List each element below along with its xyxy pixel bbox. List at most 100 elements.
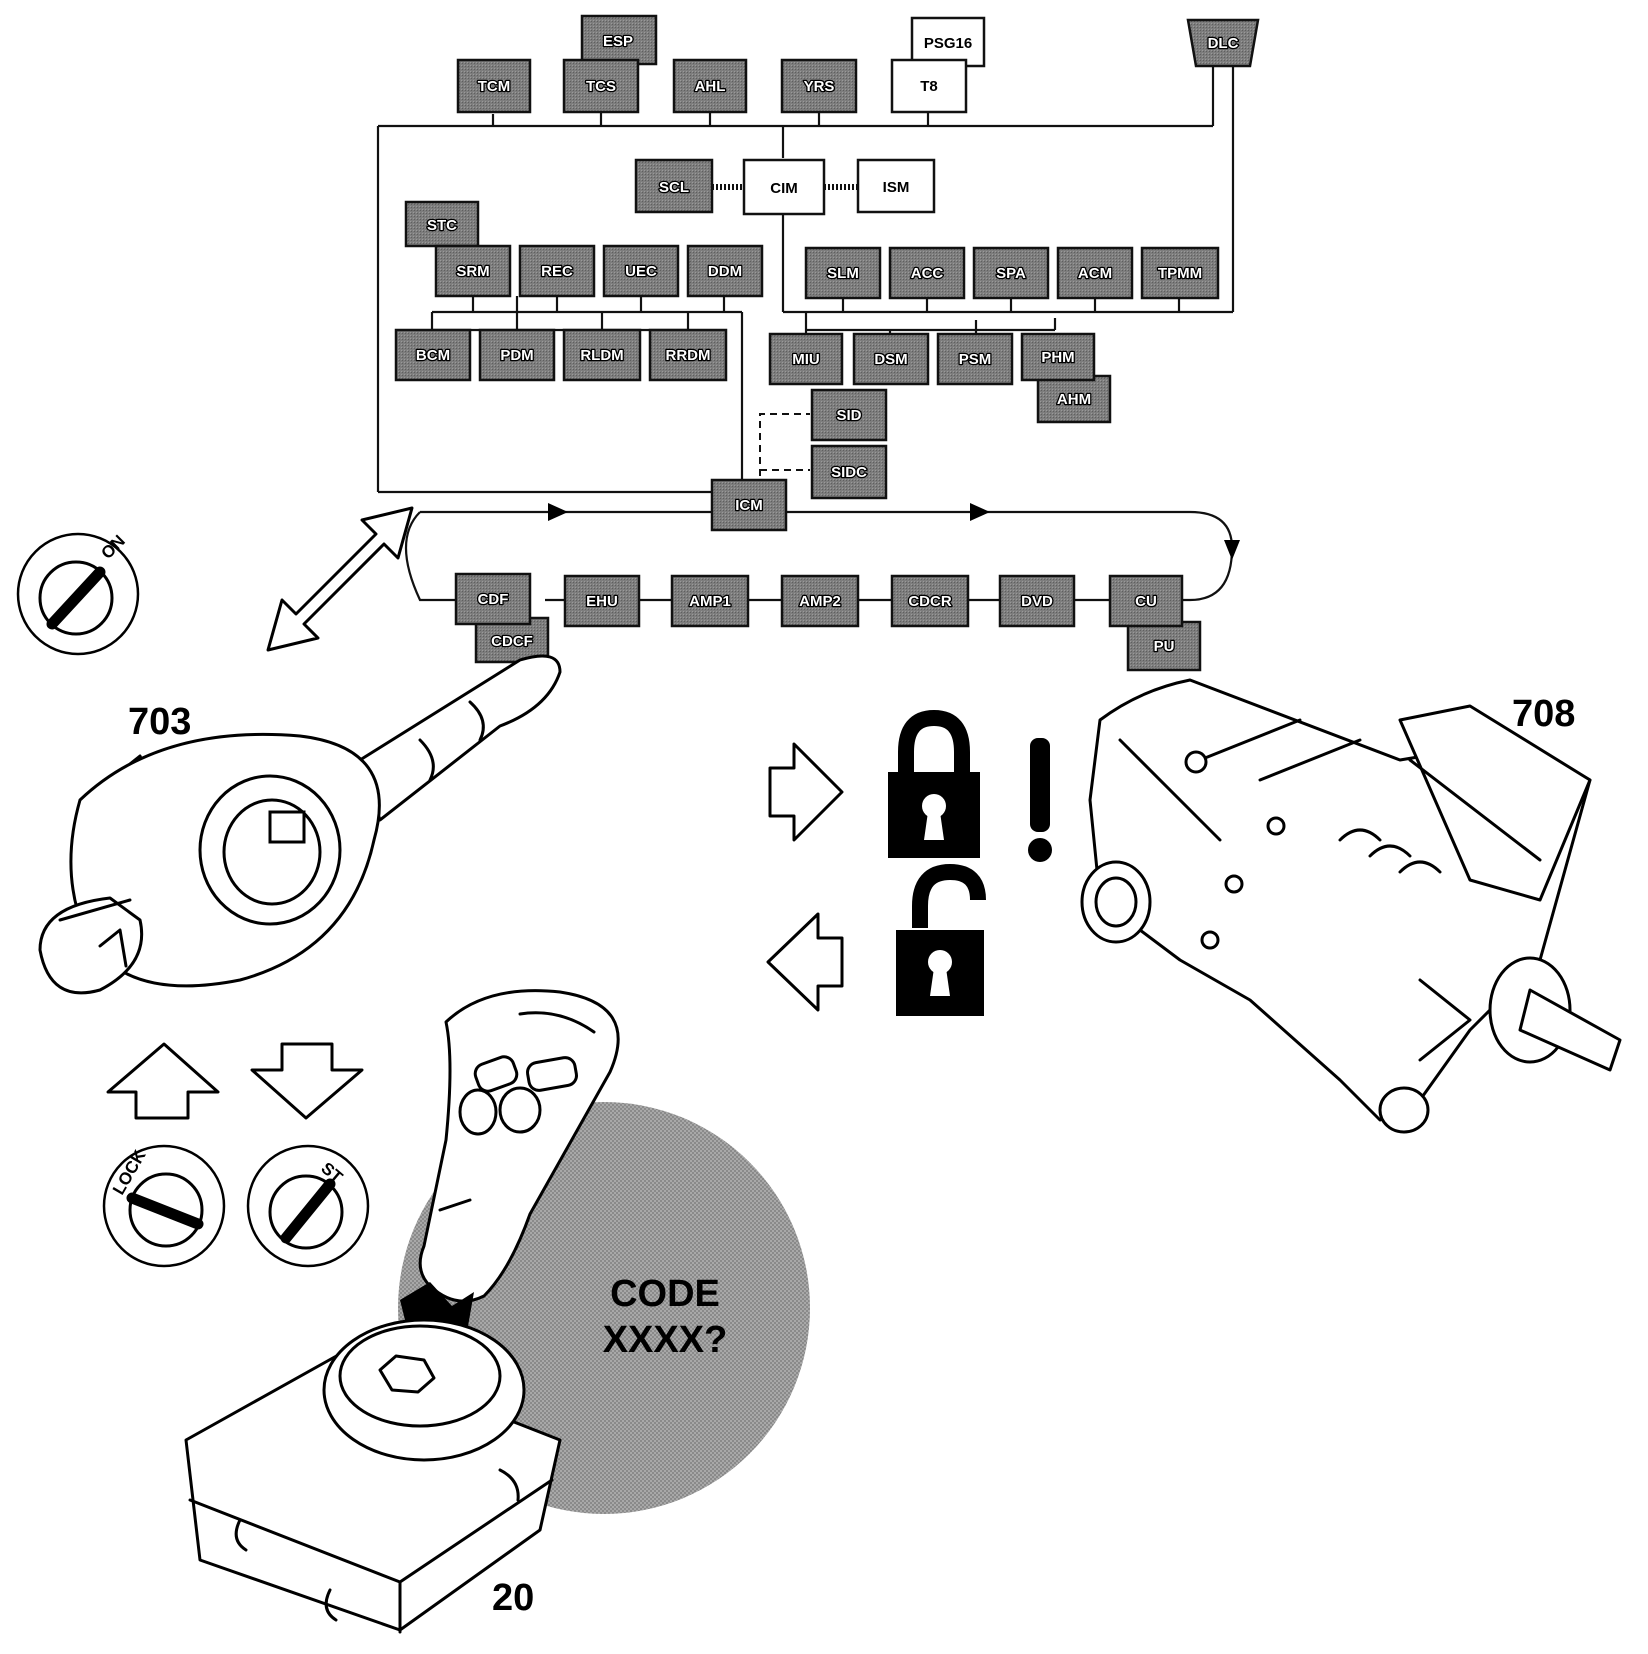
module-STC: STC xyxy=(404,200,480,248)
arrow-up-icon xyxy=(106,1042,220,1120)
module-CDCR: CDCR xyxy=(890,574,970,628)
svg-text:ICM: ICM xyxy=(735,497,763,514)
module-CDF: CDF xyxy=(454,572,532,626)
key-fob xyxy=(418,989,620,1303)
svg-text:ACC: ACC xyxy=(911,265,944,282)
svg-text:RRDM: RRDM xyxy=(666,347,711,364)
module-DVD: DVD xyxy=(998,574,1076,628)
module-AHL: AHL xyxy=(672,58,748,114)
module-PDM: PDM xyxy=(478,328,556,382)
svg-text:TPMM: TPMM xyxy=(1158,265,1202,282)
arrow-right-icon xyxy=(768,742,844,842)
svg-text:DSM: DSM xyxy=(874,351,907,368)
callout-703: 703 xyxy=(128,701,191,743)
svg-text:ISM: ISM xyxy=(883,179,910,196)
steering-column-708 xyxy=(1080,678,1622,1134)
module-CU: CU xyxy=(1108,574,1184,628)
ignition-start-icon: ST xyxy=(246,1144,370,1268)
module-AMP2: AMP2 xyxy=(780,574,860,628)
svg-text:SCL: SCL xyxy=(659,179,689,196)
svg-text:CDF: CDF xyxy=(478,591,509,608)
module-PSG16: PSG16 xyxy=(910,16,986,68)
svg-text:YRS: YRS xyxy=(804,78,835,95)
module-RLDM: RLDM xyxy=(562,328,642,382)
module-TCS: TCS xyxy=(562,58,640,114)
svg-text:REC: REC xyxy=(541,263,573,280)
module-PU: PU xyxy=(1126,620,1202,672)
module-SCL: SCL xyxy=(634,158,714,214)
module-SPA: SPA xyxy=(972,246,1050,300)
svg-text:SIDC: SIDC xyxy=(831,464,867,481)
ignition-module-20 xyxy=(184,1318,562,1634)
svg-text:RLDM: RLDM xyxy=(580,347,623,364)
module-TCM: TCM xyxy=(456,58,532,114)
module-SIDC: SIDC xyxy=(810,444,888,500)
svg-text:PHM: PHM xyxy=(1041,349,1074,366)
svg-text:MIU: MIU xyxy=(792,351,820,368)
module-AMP1: AMP1 xyxy=(670,574,750,628)
svg-text:DVD: DVD xyxy=(1021,593,1053,610)
svg-text:AMP1: AMP1 xyxy=(689,593,731,610)
module-ISM: ISM xyxy=(856,158,936,214)
double-arrow-icon xyxy=(266,506,414,652)
svg-text:CIM: CIM xyxy=(770,180,798,197)
svg-text:SLM: SLM xyxy=(827,265,859,282)
svg-text:SPA: SPA xyxy=(996,265,1026,282)
exclamation-icon xyxy=(1028,738,1052,862)
module-ACM: ACM xyxy=(1056,246,1134,300)
module-DSM: DSM xyxy=(852,332,930,386)
module-ESP: ESP xyxy=(580,14,658,66)
svg-text:T8: T8 xyxy=(920,78,938,95)
module-CIM: CIM xyxy=(742,158,826,216)
svg-text:AHM: AHM xyxy=(1057,391,1091,408)
module-REC: REC xyxy=(518,244,596,298)
svg-text:CDCF: CDCF xyxy=(491,633,533,650)
svg-text:ESP: ESP xyxy=(603,33,633,50)
module-PHM: PHM xyxy=(1020,332,1096,382)
module-EHU: EHU xyxy=(563,574,641,628)
svg-text:AHL: AHL xyxy=(695,78,726,95)
lock-closed-icon xyxy=(888,709,980,858)
modules: ESP TCM TCS AHL YRS PSG16 T8 DLC xyxy=(394,14,1260,672)
svg-text:DLC: DLC xyxy=(1208,35,1239,52)
svg-text:SID: SID xyxy=(836,407,861,424)
svg-text:TCS: TCS xyxy=(586,78,616,95)
ignition-on-icon: ON xyxy=(16,531,140,656)
module-RRDM: RRDM xyxy=(648,328,728,382)
module-SLM: SLM xyxy=(804,246,882,300)
module-ICM: ICM xyxy=(710,478,788,532)
module-MIU: MIU xyxy=(768,332,844,386)
svg-text:AMP2: AMP2 xyxy=(799,593,841,610)
svg-text:SRM: SRM xyxy=(456,263,489,280)
svg-text:PSM: PSM xyxy=(959,351,992,368)
module-TPMM: TPMM xyxy=(1140,246,1220,300)
module-YRS: YRS xyxy=(780,58,858,114)
svg-text:BCM: BCM xyxy=(416,347,450,364)
steering-module-703 xyxy=(38,654,562,995)
module-AHM: AHM xyxy=(1036,374,1112,424)
module-DDM: DDM xyxy=(686,244,764,298)
svg-text:CDCR: CDCR xyxy=(908,593,951,610)
module-DLC: DLC xyxy=(1186,18,1260,68)
svg-text:DDM: DDM xyxy=(708,263,742,280)
arrow-down-icon xyxy=(250,1042,364,1120)
module-T8: T8 xyxy=(890,58,968,114)
svg-text:STC: STC xyxy=(427,217,457,234)
module-BCM: BCM xyxy=(394,328,472,382)
module-UEC: UEC xyxy=(602,244,680,298)
code-value: XXXX? xyxy=(603,1319,728,1361)
svg-text:PSG16: PSG16 xyxy=(924,35,972,52)
callout-708: 708 xyxy=(1512,693,1575,735)
lock-open-icon xyxy=(896,863,986,1016)
svg-text:PDM: PDM xyxy=(500,347,533,364)
svg-text:UEC: UEC xyxy=(625,263,657,280)
svg-text:CU: CU xyxy=(1135,593,1157,610)
svg-text:ACM: ACM xyxy=(1078,265,1112,282)
svg-text:EHU: EHU xyxy=(586,593,618,610)
module-PSM: PSM xyxy=(936,332,1014,386)
ignition-lock-icon: LOCK xyxy=(102,1144,226,1268)
svg-text:TCM: TCM xyxy=(478,78,511,95)
module-ACC: ACC xyxy=(888,246,966,300)
module-SRM: SRM xyxy=(434,244,512,298)
